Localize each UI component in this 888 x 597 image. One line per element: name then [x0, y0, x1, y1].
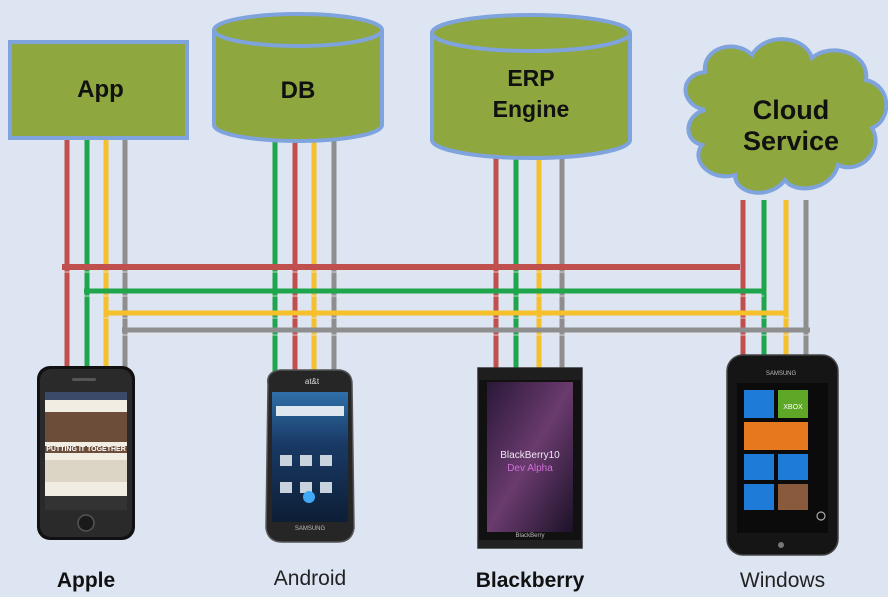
- erp-label-line1: ERP: [507, 65, 555, 91]
- android-label: Android: [273, 567, 347, 590]
- windows-xbox-tile-text: XBOX: [783, 404, 803, 411]
- android-phone: [265, 369, 355, 543]
- blackberry-screen-subtitle: Dev Alpha: [507, 463, 553, 474]
- blackberry-screen-title: BlackBerry10: [500, 450, 560, 461]
- connection-lines: [62, 140, 810, 376]
- cloud-label-line1: Cloud: [752, 95, 830, 125]
- blackberry-phone: [477, 367, 583, 549]
- db-label: DB: [280, 77, 316, 104]
- app-node: [8, 40, 189, 140]
- windows-label: Windows: [739, 569, 826, 592]
- apple-label: Apple: [56, 569, 116, 592]
- erp-node: [430, 13, 632, 160]
- apple-screen-headline: PUTTING IT TOGETHER: [45, 446, 127, 453]
- android-brand-text: SAMSUNG: [294, 526, 326, 532]
- cloud-node: [683, 37, 888, 195]
- db-node: [212, 12, 384, 143]
- blackberry-label: Blackberry: [475, 569, 585, 592]
- erp-label-line2: Engine: [492, 96, 570, 122]
- windows-phone: [726, 354, 839, 556]
- apple-phone: [37, 366, 135, 540]
- app-label: App: [77, 76, 124, 103]
- windows-brand-text: SAMSUNG: [765, 371, 797, 377]
- cloud-label-line2: Service: [742, 126, 840, 156]
- blackberry-logo-text: BlackBerry: [515, 533, 545, 539]
- android-carrier-text: at&t: [304, 377, 320, 386]
